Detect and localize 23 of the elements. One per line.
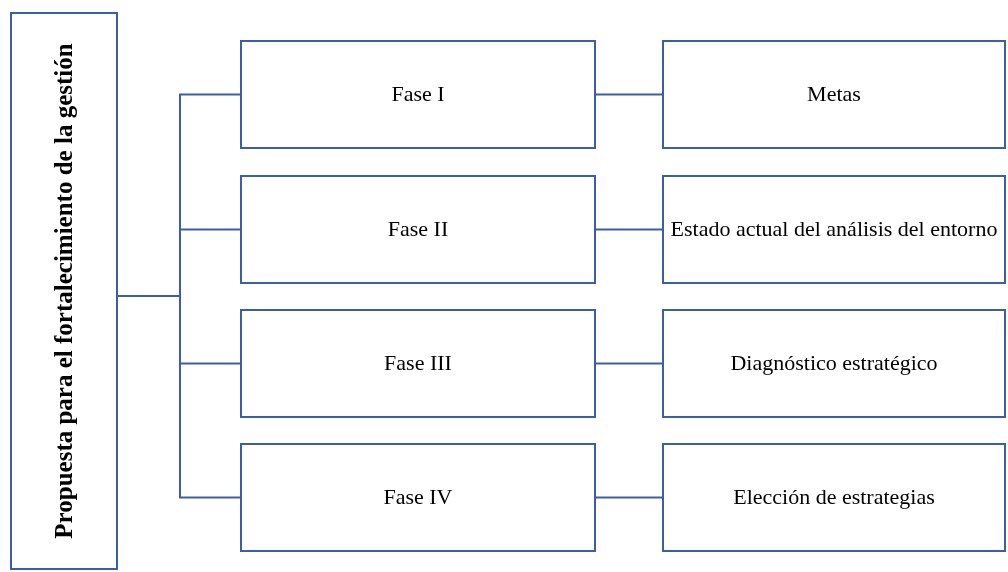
- title-box: [10, 12, 118, 570]
- connector-line: [595, 93, 663, 96]
- vertical-title: Propuesta para el fortalecimiento de la gestión: [48, 42, 78, 541]
- phase-box: [240, 40, 596, 149]
- box-label: Fase I: [391, 82, 445, 107]
- box-label: Fase IV: [383, 485, 453, 510]
- connector-line: [595, 228, 663, 231]
- result-box: [662, 40, 1006, 149]
- box-label: Diagnóstico estratégico: [730, 351, 938, 376]
- result-box: [662, 175, 1006, 284]
- box-label: Fase II: [387, 217, 449, 242]
- phase-box: [240, 175, 596, 284]
- phase-box: [240, 309, 596, 418]
- box-label: Fase III: [384, 351, 452, 376]
- connector-line: [595, 496, 663, 499]
- result-box: [662, 309, 1006, 418]
- box-label: Metas: [807, 82, 861, 107]
- box-label: Elección de estrategias: [733, 485, 935, 510]
- result-box: [662, 443, 1006, 552]
- connector-line: [117, 295, 241, 499]
- phase-box: [240, 443, 596, 552]
- connector-line: [595, 362, 663, 365]
- box-label: Estado actual del análisis del entorno: [670, 217, 998, 242]
